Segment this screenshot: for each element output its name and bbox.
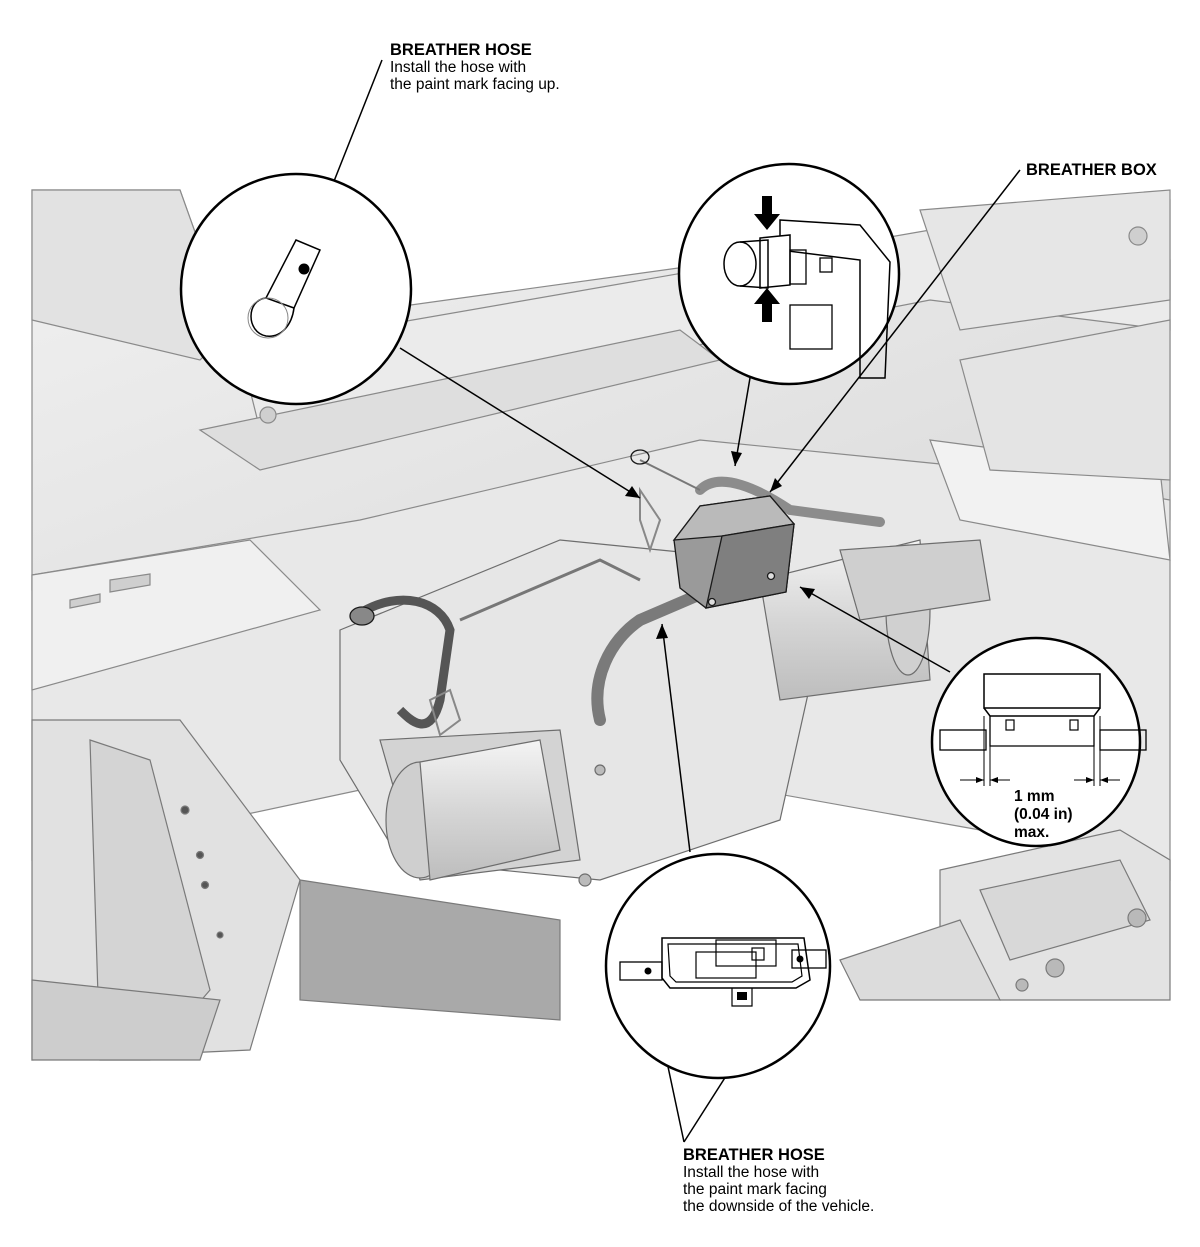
callout-text: the downside of the vehicle. — [683, 1198, 875, 1215]
callout-title: BREATHER HOSE — [390, 41, 532, 59]
callout-title: BREATHER BOX — [1026, 161, 1157, 179]
callout-breather-hose-top: BREATHER HOSE Install the hose with the … — [390, 41, 560, 94]
spec-value: 1 mm — [1014, 788, 1055, 805]
callout-breather-hose-bottom: BREATHER HOSE Install the hose with the … — [683, 1146, 875, 1216]
detail-circle-hose-bottom — [604, 852, 832, 1080]
callout-text: the paint mark facing up. — [390, 76, 560, 93]
spec-qualifier: max. — [1014, 824, 1050, 841]
spec-value-imperial: (0.04 in) — [1014, 806, 1073, 823]
callout-breather-box: BREATHER BOX — [1026, 162, 1157, 179]
callout-text: Install the hose with — [683, 1164, 820, 1181]
callout-title: BREATHER HOSE — [683, 1146, 825, 1164]
callout-text: the paint mark facing — [683, 1181, 827, 1198]
detail-circle-clearance — [930, 636, 1147, 848]
differential — [339, 539, 991, 887]
lower-arm — [31, 719, 561, 1061]
paint-mark-dot — [298, 263, 310, 275]
callout-text: Install the hose with — [390, 59, 527, 76]
detail-circle-hose-top — [179, 172, 413, 406]
right-bracket — [839, 829, 1171, 1001]
paint-mark-dot — [796, 955, 804, 963]
clearance-spec: 1 mm (0.04 in) max. — [1014, 788, 1073, 842]
detail-circle-breather-clip — [677, 162, 901, 386]
breather-assembly — [349, 449, 885, 737]
paint-mark-dot — [644, 967, 652, 975]
